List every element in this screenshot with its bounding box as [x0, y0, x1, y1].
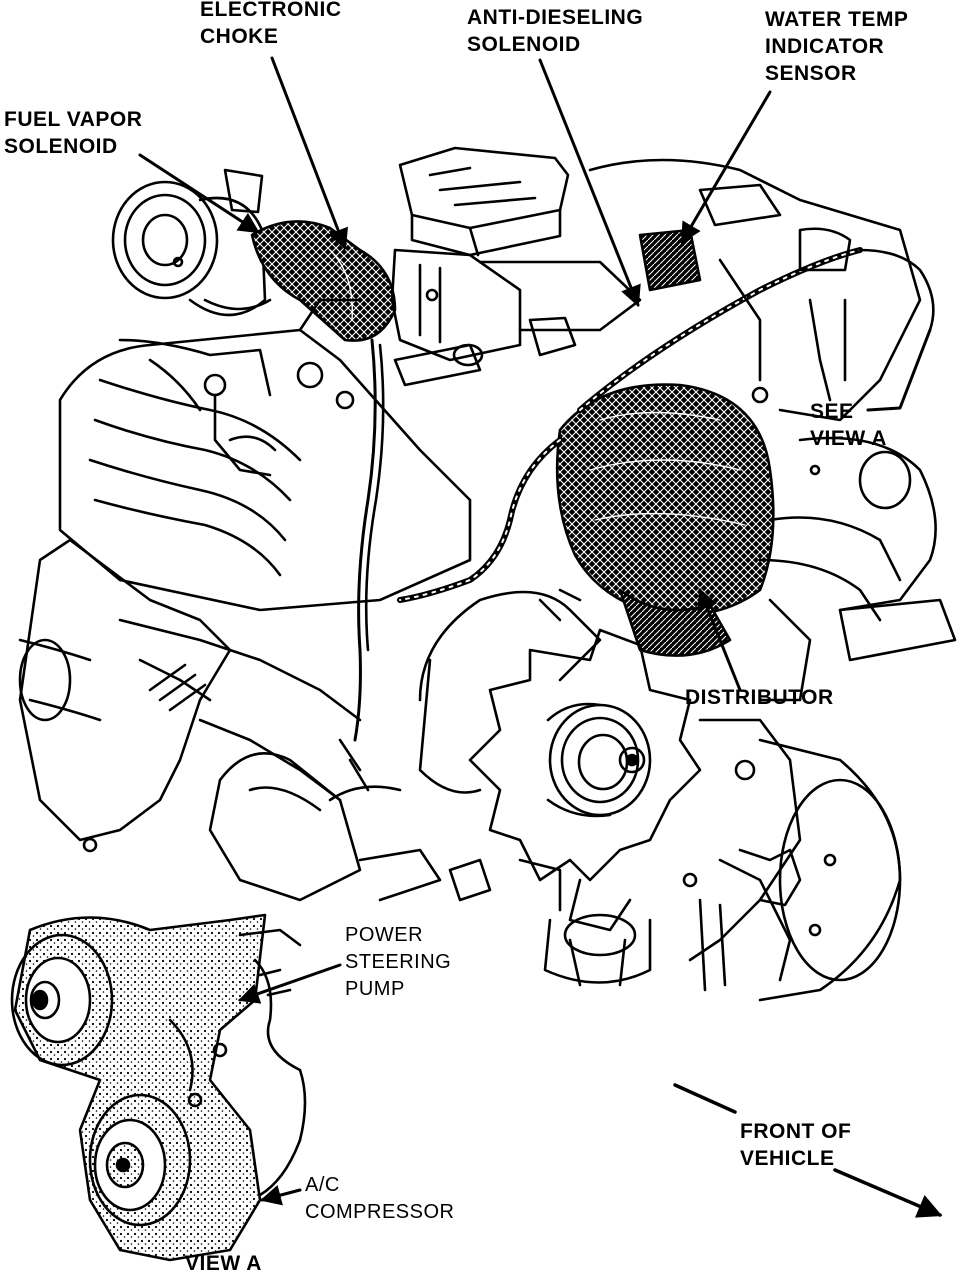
front-direction-arrow [673, 1083, 943, 1218]
label-view-a: VIEW A [185, 1252, 262, 1275]
label-fuel-vapor-solenoid: FUEL VAPOR SOLENOID [4, 108, 143, 158]
label-anti-dieseling-solenoid: ANTI-DIESELING SOLENOID [467, 6, 644, 56]
label-water-temp-indicator-sensor: WATER TEMP INDICATOR SENSOR [765, 8, 909, 85]
view-a-inset [10, 913, 307, 1262]
leader-lines [138, 56, 932, 1206]
starter [358, 848, 562, 912]
water-temp-sensor [588, 158, 922, 422]
carburetor [390, 146, 642, 387]
label-ac-compressor: A/C COMPRESSOR [305, 1174, 455, 1223]
choke-wire [353, 338, 385, 742]
label-electronic-choke: ELECTRONIC CHOKE [200, 0, 342, 48]
label-distributor: DISTRIBUTOR [685, 686, 834, 709]
crank-pulley [682, 718, 902, 1002]
choke-coil [250, 220, 397, 342]
valve-cover [58, 298, 472, 612]
label-front-of-vehicle: FRONT OF VEHICLE [740, 1120, 852, 1170]
exhaust-manifold [18, 538, 402, 902]
thermostat-housing [758, 436, 957, 702]
label-see-view-a: SEE VIEW A [810, 400, 887, 450]
air-pump [111, 168, 272, 317]
alternator [418, 588, 702, 987]
label-power-steering-pump: POWER STEERING PUMP [345, 924, 452, 1000]
distributor [555, 383, 775, 657]
